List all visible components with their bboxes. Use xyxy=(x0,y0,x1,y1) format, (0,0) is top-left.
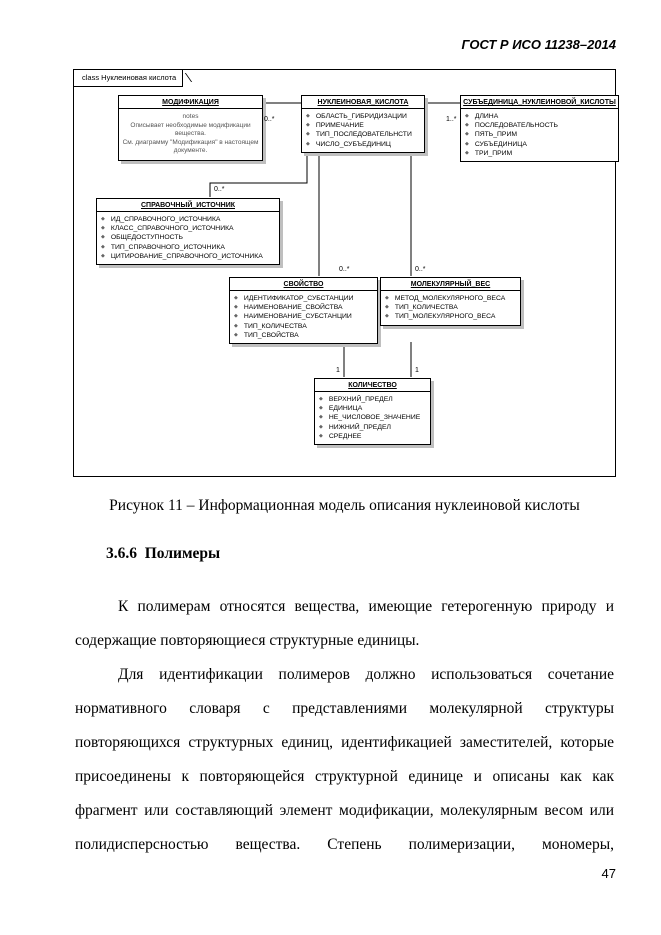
uml-diagram: class Нуклеиновая кислота МОДИФИКАЦИЯ no… xyxy=(73,69,619,477)
class-attribute: ПОСЛЕДОВАТЕЛЬНОСТЬ xyxy=(465,121,614,130)
page-number: 47 xyxy=(601,866,616,881)
class-title: КОЛИЧЕСТВО xyxy=(315,379,430,392)
class-attribute: НИЖНИЙ_ПРЕДЕЛ xyxy=(319,423,426,432)
class-attribute: ЕДИНИЦА xyxy=(319,404,426,413)
multiplicity-subunit: 1..* xyxy=(446,116,457,123)
class-attribute: СРЕДНЕЕ xyxy=(319,432,426,441)
class-property[interactable]: СВОЙСТВО ИДЕНТИФИКАТОР_СУБСТАНЦИИ НАИМЕН… xyxy=(229,277,378,345)
text-line: нормативного словаря с представлениями м… xyxy=(75,700,614,717)
text-line: К полимерам относятся вещества, имеющие … xyxy=(118,598,614,615)
class-attribute: ТИП_КОЛИЧЕСТВА xyxy=(385,303,516,312)
paragraph: Для идентификации полимеров должно испол… xyxy=(75,658,614,862)
link-nucleic-reference xyxy=(209,152,308,197)
document-header: ГОСТ Р ИСО 11238–2014 xyxy=(461,37,616,52)
class-title: НУКЛЕИНОВАЯ_КИСЛОТА xyxy=(302,96,424,109)
section-heading: 3.6.6 Полимеры xyxy=(106,545,220,563)
class-attribute: ИДЕНТИФИКАТОР_СУБСТАНЦИИ xyxy=(234,294,373,303)
class-attribute: ПРИМЕЧАНИЕ xyxy=(306,121,420,130)
class-title: МОДИФИКАЦИЯ xyxy=(119,96,262,109)
text-line: Для идентификации полимеров должно испол… xyxy=(118,666,614,683)
class-attribute: ДЛИНА xyxy=(465,112,614,121)
class-title: СУБЪЕДИНИЦА_НУКЛЕИНОВОЙ_КИСЛОТЫ xyxy=(461,96,618,109)
class-attribute: ОБЛАСТЬ_ГИБРИДИЗАЦИИ xyxy=(306,112,420,121)
class-title: МОЛЕКУЛЯРНЫЙ_ВЕС xyxy=(381,278,520,291)
text-line: содержащие повторяющиеся структурные еди… xyxy=(75,632,420,649)
class-attribute: СУБЪЕДИНИЦА xyxy=(465,140,614,149)
class-attribute: ЦИТИРОВАНИЕ_СПРАВОЧНОГО_ИСТОЧНИКА xyxy=(101,252,275,261)
section-title: Полимеры xyxy=(144,545,221,562)
class-attribute: ОБЩЕДОСТУПНОСТЬ xyxy=(101,233,275,242)
paragraph: К полимерам относятся вещества, имеющие … xyxy=(75,590,614,658)
class-attribute: НАИМЕНОВАНИЕ_СВОЙСТВА xyxy=(234,303,373,312)
class-amount[interactable]: КОЛИЧЕСТВО ВЕРХНИЙ_ПРЕДЕЛ ЕДИНИЦА НЕ_ЧИС… xyxy=(314,378,431,446)
class-attribute: МЕТОД_МОЛЕКУЛЯРНОГО_ВЕСА xyxy=(385,294,516,303)
multiplicity-property: 0..* xyxy=(339,266,350,273)
class-attribute: ТИП_СВОЙСТВА xyxy=(234,331,373,340)
class-molecular-weight[interactable]: МОЛЕКУЛЯРНЫЙ_ВЕС МЕТОД_МОЛЕКУЛЯРНОГО_ВЕС… xyxy=(380,277,521,326)
class-attribute: НЕ_ЧИСЛОВОЕ_ЗНАЧЕНИЕ xyxy=(319,413,426,422)
class-attribute: ТИП_СПРАВОЧНОГО_ИСТОЧНИКА xyxy=(101,243,275,252)
class-attribute: НАИМЕНОВАНИЕ_СУБСТАНЦИИ xyxy=(234,312,373,321)
text-line: присоединены к повторяющейся структурной… xyxy=(75,768,614,785)
class-attribute: КЛАСС_СПРАВОЧНОГО_ИСТОЧНИКА xyxy=(101,224,275,233)
multiplicity-molecular-weight: 0..* xyxy=(415,266,426,273)
class-attribute: ТРИ_ПРИМ xyxy=(465,149,614,158)
class-attribute: ВЕРХНИЙ_ПРЕДЕЛ xyxy=(319,395,426,404)
multiplicity-amount-left: 1 xyxy=(336,367,340,374)
class-title: СПРАВОЧНЫЙ_ИСТОЧНИК xyxy=(97,199,279,212)
text-line: фрагмент или составляющий элемент модифи… xyxy=(75,802,614,819)
class-modification[interactable]: МОДИФИКАЦИЯ notes Описывает необходимые … xyxy=(118,95,263,161)
text-line: полидисперсностью вещества. Степень поли… xyxy=(75,836,614,853)
class-reference-source[interactable]: СПРАВОЧНЫЙ_ИСТОЧНИК ИД_СПРАВОЧНОГО_ИСТОЧ… xyxy=(96,198,280,266)
note-line: Описывает необходимые модификации вещест… xyxy=(130,121,251,138)
multiplicity-modification: 0..* xyxy=(264,116,275,123)
section-number: 3.6.6 xyxy=(106,545,137,562)
class-attribute: ТИП_ПОСЛЕДОВАТЕЛЬНСТИ xyxy=(306,130,420,139)
class-subunit[interactable]: СУБЪЕДИНИЦА_НУКЛЕИНОВОЙ_КИСЛОТЫ ДЛИНА ПО… xyxy=(460,95,619,163)
class-title: СВОЙСТВО xyxy=(230,278,377,291)
figure-caption: Рисунок 11 – Информационная модель описа… xyxy=(109,497,580,514)
class-attribute: ТИП_МОЛЕКУЛЯРНОГО_ВЕСА xyxy=(385,312,516,321)
text-line: повторяющихся структурных единиц, иденти… xyxy=(75,734,614,751)
class-attribute: ПЯТЬ_ПРИМ xyxy=(465,130,614,139)
class-attribute: ЧИСЛО_СУБЪЕДИНИЦ xyxy=(306,140,420,149)
class-nucleic-acid[interactable]: НУКЛЕИНОВАЯ_КИСЛОТА ОБЛАСТЬ_ГИБРИДИЗАЦИИ… xyxy=(301,95,425,153)
note-line: См. диаграмму "Модификация" в настоящем … xyxy=(122,138,259,155)
class-attribute: ИД_СПРАВОЧНОГО_ИСТОЧНИКА xyxy=(101,215,275,224)
note-line: notes xyxy=(182,113,199,120)
association-lines xyxy=(209,102,460,377)
class-attribute: ТИП_КОЛИЧЕСТВА xyxy=(234,322,373,331)
multiplicity-amount-right: 1 xyxy=(415,367,419,374)
multiplicity-reference-source: 0..* xyxy=(214,186,225,193)
diagram-frame-label: class Нуклеиновая кислота xyxy=(74,70,184,87)
